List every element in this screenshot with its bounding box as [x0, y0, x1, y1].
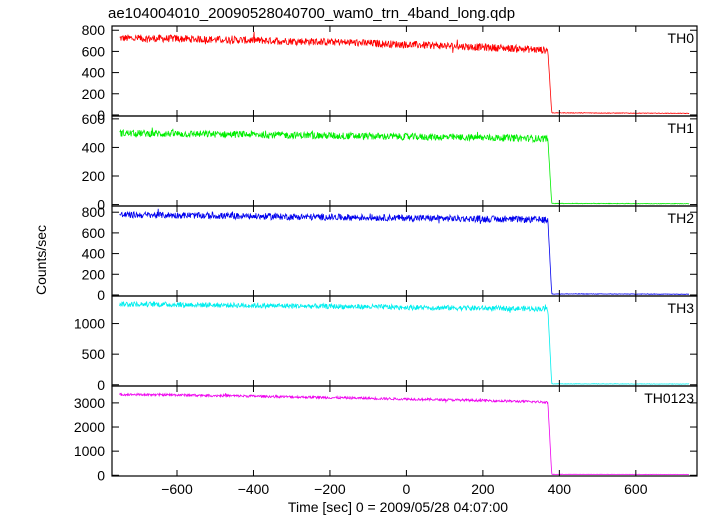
series-line-th0123	[119, 392, 689, 475]
y-tick-label: 500	[82, 346, 106, 362]
panel-frame	[111, 295, 698, 387]
x-axis-label: Time [sec] 0 = 2009/05/28 04:07:00	[288, 499, 508, 515]
y-tick-label: 600	[82, 43, 106, 59]
y-tick-label: 2000	[74, 419, 105, 435]
series-line-th0	[119, 31, 690, 115]
x-tick-label: 600	[624, 481, 648, 497]
y-tick-label: 3000	[74, 395, 105, 411]
series-line-th1	[119, 127, 690, 205]
y-axis-label: Counts/sec	[33, 225, 49, 295]
series-line-th2	[119, 208, 690, 295]
y-tick-label: 0	[97, 467, 105, 483]
panel-frame	[111, 385, 698, 477]
x-axis-tick-labels: −600 −400 −200 0 200 400 600	[161, 481, 647, 497]
panel-label: TH1	[668, 120, 695, 136]
panel-th3: 0 500 1000 TH3	[74, 295, 698, 393]
y-tick-label: 400	[82, 65, 106, 81]
y-tick-label: 0	[97, 377, 105, 393]
x-tick-label: −400	[238, 481, 270, 497]
panel-label: TH0	[668, 30, 695, 46]
y-tick-label: 600	[82, 111, 106, 127]
y-tick-label: 200	[82, 168, 106, 184]
series-line-th3	[119, 300, 690, 385]
x-tick-label: 0	[403, 481, 411, 497]
panel-label: TH0123	[644, 390, 694, 406]
panel-th0123: 0 1000 2000 3000 TH0123	[74, 385, 698, 483]
y-tick-label: 400	[82, 139, 106, 155]
x-tick-label: 200	[471, 481, 495, 497]
chart-title: ae104004010_20090528040700_wam0_trn_4ban…	[108, 5, 515, 22]
y-tick-label: 800	[82, 204, 106, 220]
x-tick-label: −600	[161, 481, 193, 497]
y-tick-label: 800	[82, 22, 106, 38]
panel-label: TH3	[668, 300, 695, 316]
y-tick-label: 0	[97, 107, 105, 123]
panel-label: TH2	[668, 210, 695, 226]
panel-frame	[111, 115, 698, 207]
y-tick-label: 600	[82, 225, 106, 241]
y-tick-label: 200	[82, 86, 106, 102]
y-tick-label: 0	[97, 287, 105, 303]
y-tick-label: 1000	[74, 316, 105, 332]
y-tick-label: 1000	[74, 443, 105, 459]
y-tick-label: 200	[82, 266, 106, 282]
x-tick-label: −200	[314, 481, 346, 497]
y-tick-label: 0	[97, 197, 105, 213]
panel-th2: 0 200 400 600 800 TH2	[82, 204, 698, 303]
x-tick-label: 400	[548, 481, 572, 497]
y-tick-label: 400	[82, 246, 106, 262]
